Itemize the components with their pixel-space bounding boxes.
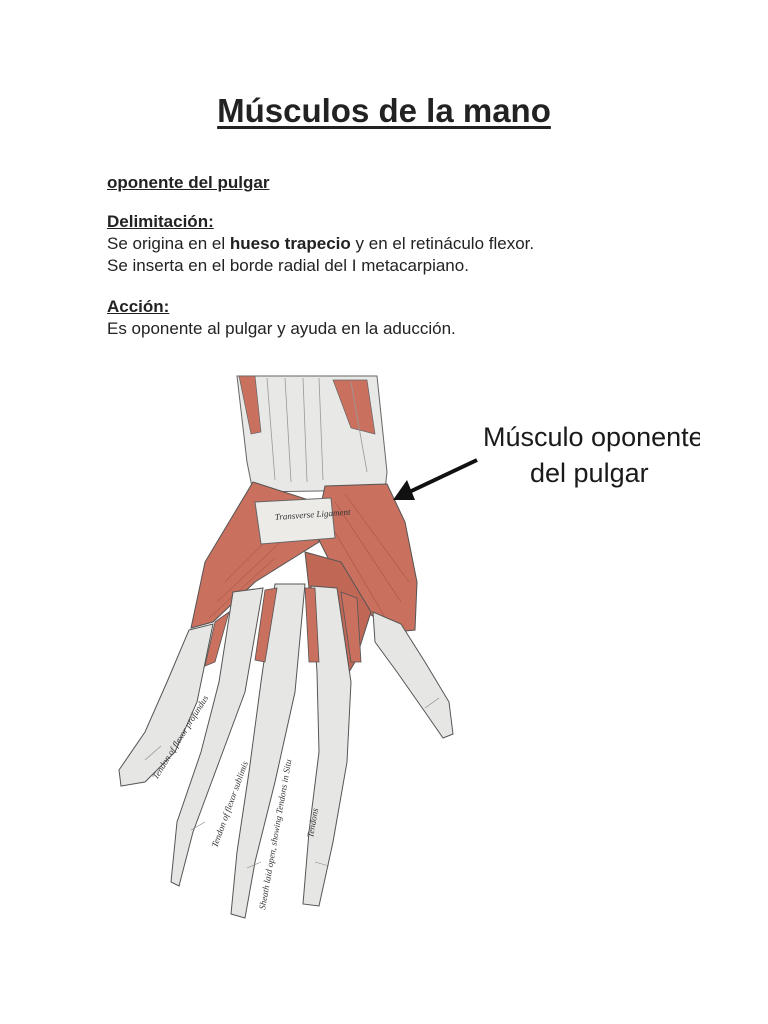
hand-anatomy-figure: Transverse Ligament Tendon of flexor pro…: [105, 362, 700, 922]
muscle-name: oponente del pulgar: [107, 173, 270, 192]
little-finger: [118, 623, 214, 787]
insertion-line: Se inserta en el borde radial del I meta…: [107, 256, 469, 275]
thumb: [372, 611, 454, 739]
page-title: Músculos de la mano: [217, 92, 551, 129]
ring-finger: [170, 587, 264, 887]
transverse-ligament: [254, 497, 336, 545]
origin-line: Se origina en el hueso trapecio y en el …: [107, 233, 667, 255]
callout-arrow-shaft: [404, 458, 478, 496]
forearm-muscle-left: [238, 375, 262, 435]
hand-illustration: Transverse Ligament Tendon of flexor pro…: [118, 375, 700, 919]
delimitacion-section: Delimitación: Se origina en el hueso tra…: [107, 211, 667, 277]
origin-text-end: y en el retináculo flexor.: [350, 234, 535, 253]
forearm-muscle-right: [332, 379, 376, 435]
origin-text: Se origina en el: [107, 234, 230, 253]
muscle-name-section: oponente del pulgar: [107, 172, 667, 194]
callout-title-line1: Músculo oponente: [483, 422, 700, 452]
accion-section: Acción: Es oponente al pulgar y ayuda en…: [107, 296, 667, 340]
delimitacion-heading: Delimitación:: [107, 212, 214, 231]
callout-arrowhead: [393, 480, 415, 500]
middle-finger: [230, 583, 306, 919]
accion-heading: Acción:: [107, 297, 170, 316]
accion-text: Es oponente al pulgar y ayuda en la aduc…: [107, 319, 456, 338]
origin-bone: hueso trapecio: [229, 234, 351, 253]
index-finger: [302, 585, 352, 907]
callout-title-line2: del pulgar: [530, 458, 649, 488]
